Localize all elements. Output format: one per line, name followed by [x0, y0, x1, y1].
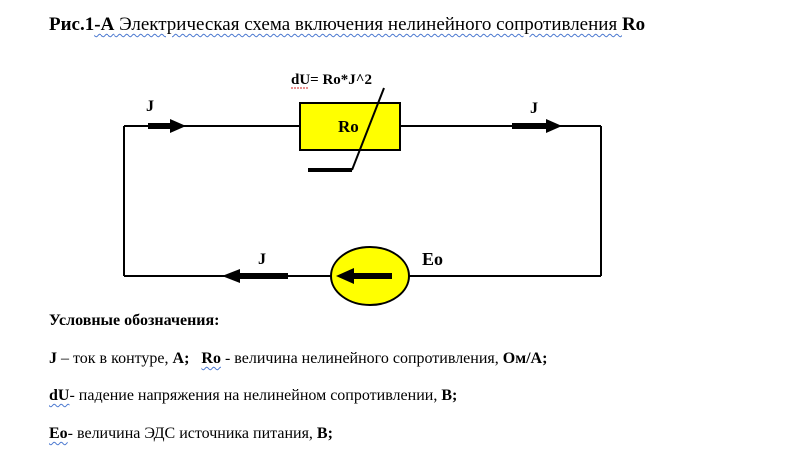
current-arrow-top-left — [148, 119, 186, 133]
legend-line-emf: Eo- величина ЭДС источника питания, В; — [49, 425, 333, 442]
legend-unit-volt: В; — [441, 387, 458, 404]
legend-unit-volt-2: В; — [316, 425, 333, 442]
resistor-label: Ro — [338, 117, 359, 136]
legend-line-current: J – ток в контуре, А; Ro - величина нели… — [49, 350, 548, 367]
formula-label: dU= Ro*J^2 — [291, 72, 372, 88]
figure-title: Рис.1-А Электрическая схема включения не… — [49, 14, 645, 36]
current-label-bottom: J — [258, 251, 266, 268]
legend-unit-ohm: Ом/А; — [502, 350, 548, 367]
source-label: Eo — [422, 249, 443, 269]
figure-number: Рис.1 — [49, 14, 95, 35]
nonlinear-slash — [351, 87, 385, 171]
legend-symbol-ro: Ro — [201, 350, 221, 367]
figure-title-symbol: Ro — [621, 14, 646, 35]
emf-source-arrow — [336, 268, 392, 284]
legend-line-voltage: dU- падение напряжения на нелинейном соп… — [49, 387, 458, 404]
current-arrow-bottom — [222, 269, 288, 283]
resistor-ro — [299, 102, 401, 151]
legend-heading: Условные обозначения: — [49, 312, 220, 329]
legend-unit-ampere: А; — [172, 350, 190, 367]
current-label-top-left: J — [146, 98, 154, 115]
current-arrow-top-right — [512, 119, 562, 133]
figure-title-text: Электрическая схема включения нелинейног… — [114, 14, 622, 35]
legend-symbol-eo: Eo — [49, 425, 68, 442]
figure-id: -А — [94, 14, 115, 35]
current-label-top-right: J — [530, 100, 538, 117]
legend-symbol-du: dU — [49, 387, 70, 404]
legend-symbol-j: J — [49, 350, 57, 367]
